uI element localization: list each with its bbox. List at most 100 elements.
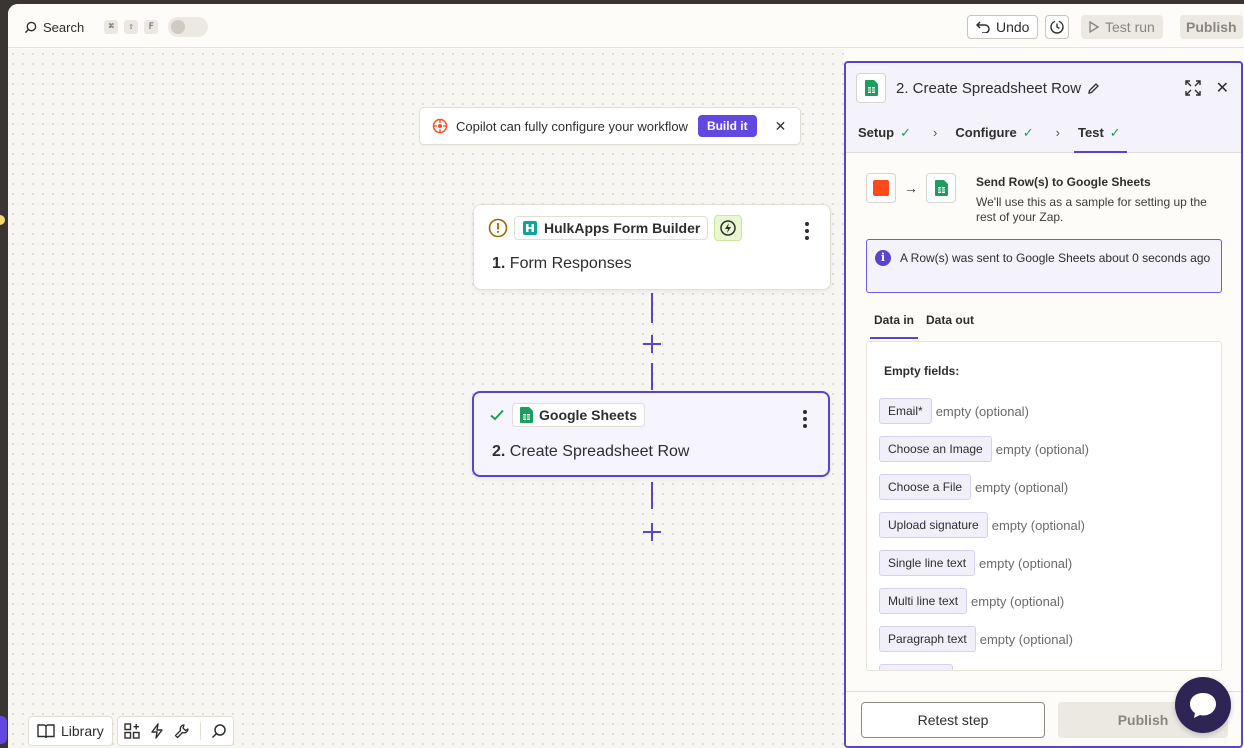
add-step-icon[interactable] <box>643 523 661 541</box>
field-name <box>879 664 953 670</box>
field-row: Choose a File empty (optional) <box>879 474 1068 500</box>
shortcut-key-cmd: ⌘ <box>104 20 119 34</box>
tab-setup[interactable]: Setup✓ <box>858 124 912 141</box>
add-step-icon[interactable] <box>643 335 661 353</box>
step-1-title: 1. Form Responses <box>492 255 632 272</box>
search-button[interactable]: Search ⌘ ⇧ F <box>24 17 209 37</box>
toolbar-divider <box>200 722 201 740</box>
step-2-header: Google Sheets <box>488 403 646 427</box>
google-sheets-icon <box>926 173 956 203</box>
warning-icon <box>488 218 508 238</box>
library-button[interactable]: Library <box>28 716 113 746</box>
version-history-button[interactable] <box>1045 15 1069 39</box>
field-name: Email* <box>879 398 932 424</box>
chevron-right-icon: › <box>1055 125 1061 140</box>
window-edge-badge <box>0 716 7 744</box>
field-name: Upload signature <box>879 512 988 538</box>
panel-tabs: Setup✓ › Configure✓ › Test✓ <box>846 113 1241 153</box>
field-row: Choose an Image empty (optional) <box>879 436 1089 462</box>
publish-button-top[interactable]: Publish <box>1180 15 1243 39</box>
step-2-title: 2. Create Spreadsheet Row <box>492 443 690 460</box>
step-2-app-name: Google Sheets <box>539 407 638 423</box>
empty-fields-label: Empty fields: <box>884 364 960 378</box>
field-value: empty (optional) <box>995 441 1089 457</box>
app-chip-google-sheets: Google Sheets <box>512 403 646 427</box>
arrow-right-icon: → <box>904 180 918 196</box>
pencil-icon[interactable] <box>1087 82 1100 95</box>
close-icon[interactable]: ✕ <box>774 117 787 134</box>
send-title: Send Row(s) to Google Sheets <box>976 175 1151 189</box>
library-label: Library <box>61 723 104 739</box>
search-icon[interactable] <box>211 723 227 739</box>
source-app-icon <box>866 173 896 203</box>
step-1-header: HulkApps Form Builder <box>488 215 743 241</box>
undo-button[interactable]: Undo <box>967 15 1039 39</box>
copilot-banner: Copilot can fully configure your workflo… <box>419 107 801 145</box>
check-icon <box>490 409 504 421</box>
expand-icon[interactable] <box>1185 80 1201 96</box>
data-flow-diagram: → <box>866 173 956 203</box>
search-label: Search <box>43 19 85 35</box>
shortcut-key-shift: ⇧ <box>124 20 139 34</box>
check-icon: ✓ <box>1109 124 1121 140</box>
connector-line <box>651 363 653 390</box>
send-description: We'll use this as a sample for setting u… <box>976 195 1207 224</box>
field-row-partial <box>879 664 953 670</box>
field-value: empty (optional) <box>975 479 1069 495</box>
field-row: Single line text empty (optional) <box>879 550 1072 576</box>
tab-test[interactable]: Test✓ <box>1074 113 1127 153</box>
undo-icon <box>976 21 990 33</box>
info-icon: i <box>875 250 891 266</box>
field-name: Choose an Image <box>879 436 992 462</box>
field-row: Multi line text empty (optional) <box>879 588 1064 614</box>
field-value: empty (optional) <box>971 593 1065 609</box>
test-run-label: Test run <box>1105 19 1155 35</box>
chat-support-button[interactable] <box>1175 677 1231 733</box>
copilot-text: Copilot can fully configure your workflo… <box>456 118 688 134</box>
tab-data-in[interactable]: Data in <box>869 313 919 339</box>
book-icon <box>37 724 55 739</box>
tab-configure[interactable]: Configure✓ <box>955 124 1034 141</box>
close-icon[interactable]: ✕ <box>1215 80 1229 97</box>
google-sheets-icon <box>856 73 886 103</box>
editor-toggle[interactable] <box>168 17 209 37</box>
step-card-1[interactable]: HulkApps Form Builder 1. Form Responses <box>473 204 831 290</box>
apps-grid-icon[interactable] <box>124 723 140 739</box>
app-chip-hulkapps: HulkApps Form Builder <box>514 216 709 240</box>
field-value: empty (optional) <box>979 631 1073 647</box>
hulkapps-logo-icon <box>523 221 537 235</box>
publish-label-top: Publish <box>1186 19 1237 35</box>
field-row: Paragraph text empty (optional) <box>879 626 1073 652</box>
undo-label: Undo <box>996 19 1030 35</box>
copilot-icon <box>432 118 448 134</box>
google-sheets-icon <box>520 407 533 423</box>
info-banner: i A Row(s) was sent to Google Sheets abo… <box>866 239 1222 293</box>
history-icon <box>1050 20 1064 34</box>
wrench-icon[interactable] <box>174 723 190 739</box>
canvas-tools <box>117 716 234 746</box>
chat-bubble-icon <box>1190 693 1216 718</box>
workflow-canvas[interactable]: Copilot can fully configure your workflo… <box>8 49 844 748</box>
step-1-menu-icon[interactable] <box>798 221 816 241</box>
top-bar: Search ⌘ ⇧ F Undo Test run Publish <box>8 4 1244 48</box>
info-text: A Row(s) was sent to Google Sheets about… <box>900 251 1211 265</box>
field-row: Upload signature empty (optional) <box>879 512 1085 538</box>
build-it-button[interactable]: Build it <box>697 115 757 137</box>
field-name: Multi line text <box>879 588 968 614</box>
retest-step-button[interactable]: Retest step <box>861 702 1045 738</box>
shortcut-key-f: F <box>144 20 159 34</box>
test-run-button[interactable]: Test run <box>1081 15 1163 39</box>
field-value: empty (optional) <box>991 517 1085 533</box>
lightning-icon[interactable] <box>150 723 164 739</box>
search-icon <box>24 21 37 33</box>
panel-header: 2. Create Spreadsheet Row ✕ <box>846 63 1241 113</box>
step-card-2[interactable]: Google Sheets 2. Create Spreadsheet Row <box>472 391 830 477</box>
check-icon: ✓ <box>900 124 912 140</box>
field-name: Single line text <box>879 550 976 576</box>
tab-data-out[interactable]: Data out <box>926 313 975 327</box>
field-name: Paragraph text <box>879 626 976 652</box>
step-2-menu-icon[interactable] <box>796 409 814 429</box>
panel-body[interactable]: → Send Row(s) to Google Sheets We'll use… <box>846 153 1241 691</box>
panel-title[interactable]: 2. Create Spreadsheet Row <box>896 80 1100 97</box>
data-in-box[interactable]: Empty fields: Email* empty (optional) Ch… <box>866 341 1222 671</box>
